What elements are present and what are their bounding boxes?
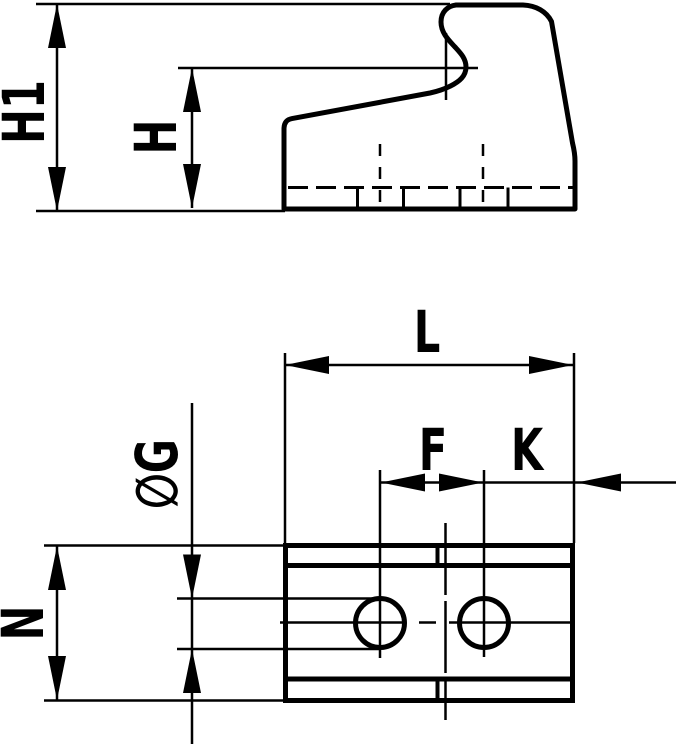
dim-k-label: K (511, 416, 545, 484)
dimension-h1: H1 (0, 2, 450, 213)
arrowhead-left (577, 473, 621, 492)
dim-n-label: N (0, 606, 57, 641)
arrowhead-up (48, 546, 66, 590)
arrowhead-right (439, 473, 483, 492)
dimension-diameter-g: ∅G (123, 403, 380, 744)
dim-h-label: H (122, 120, 190, 155)
dim-l-label: L (414, 298, 441, 366)
dim-g-label: ∅G (123, 439, 191, 509)
dimension-n: N (0, 544, 285, 702)
dim-h1-label: H1 (0, 80, 58, 144)
side-view: H1 H (0, 2, 578, 213)
arrowhead-up (183, 649, 201, 693)
dim-f-label: F (419, 416, 448, 484)
arrowhead-down (48, 656, 66, 700)
arrowhead-left (285, 356, 329, 374)
dimension-h: H (122, 66, 478, 208)
arrowhead-down (183, 554, 201, 599)
arrowhead-up (48, 4, 66, 48)
arrowhead-down (48, 167, 66, 211)
dimension-f-k: F K (381, 416, 676, 492)
dimension-l: L (283, 298, 576, 544)
arrowhead-left (381, 473, 425, 492)
arrowhead-right (529, 356, 573, 374)
plan-view: L F K ∅G N (0, 298, 676, 744)
side-view-outline (281, 2, 578, 212)
arrowhead-down (183, 164, 201, 208)
arrowhead-up (183, 68, 201, 112)
